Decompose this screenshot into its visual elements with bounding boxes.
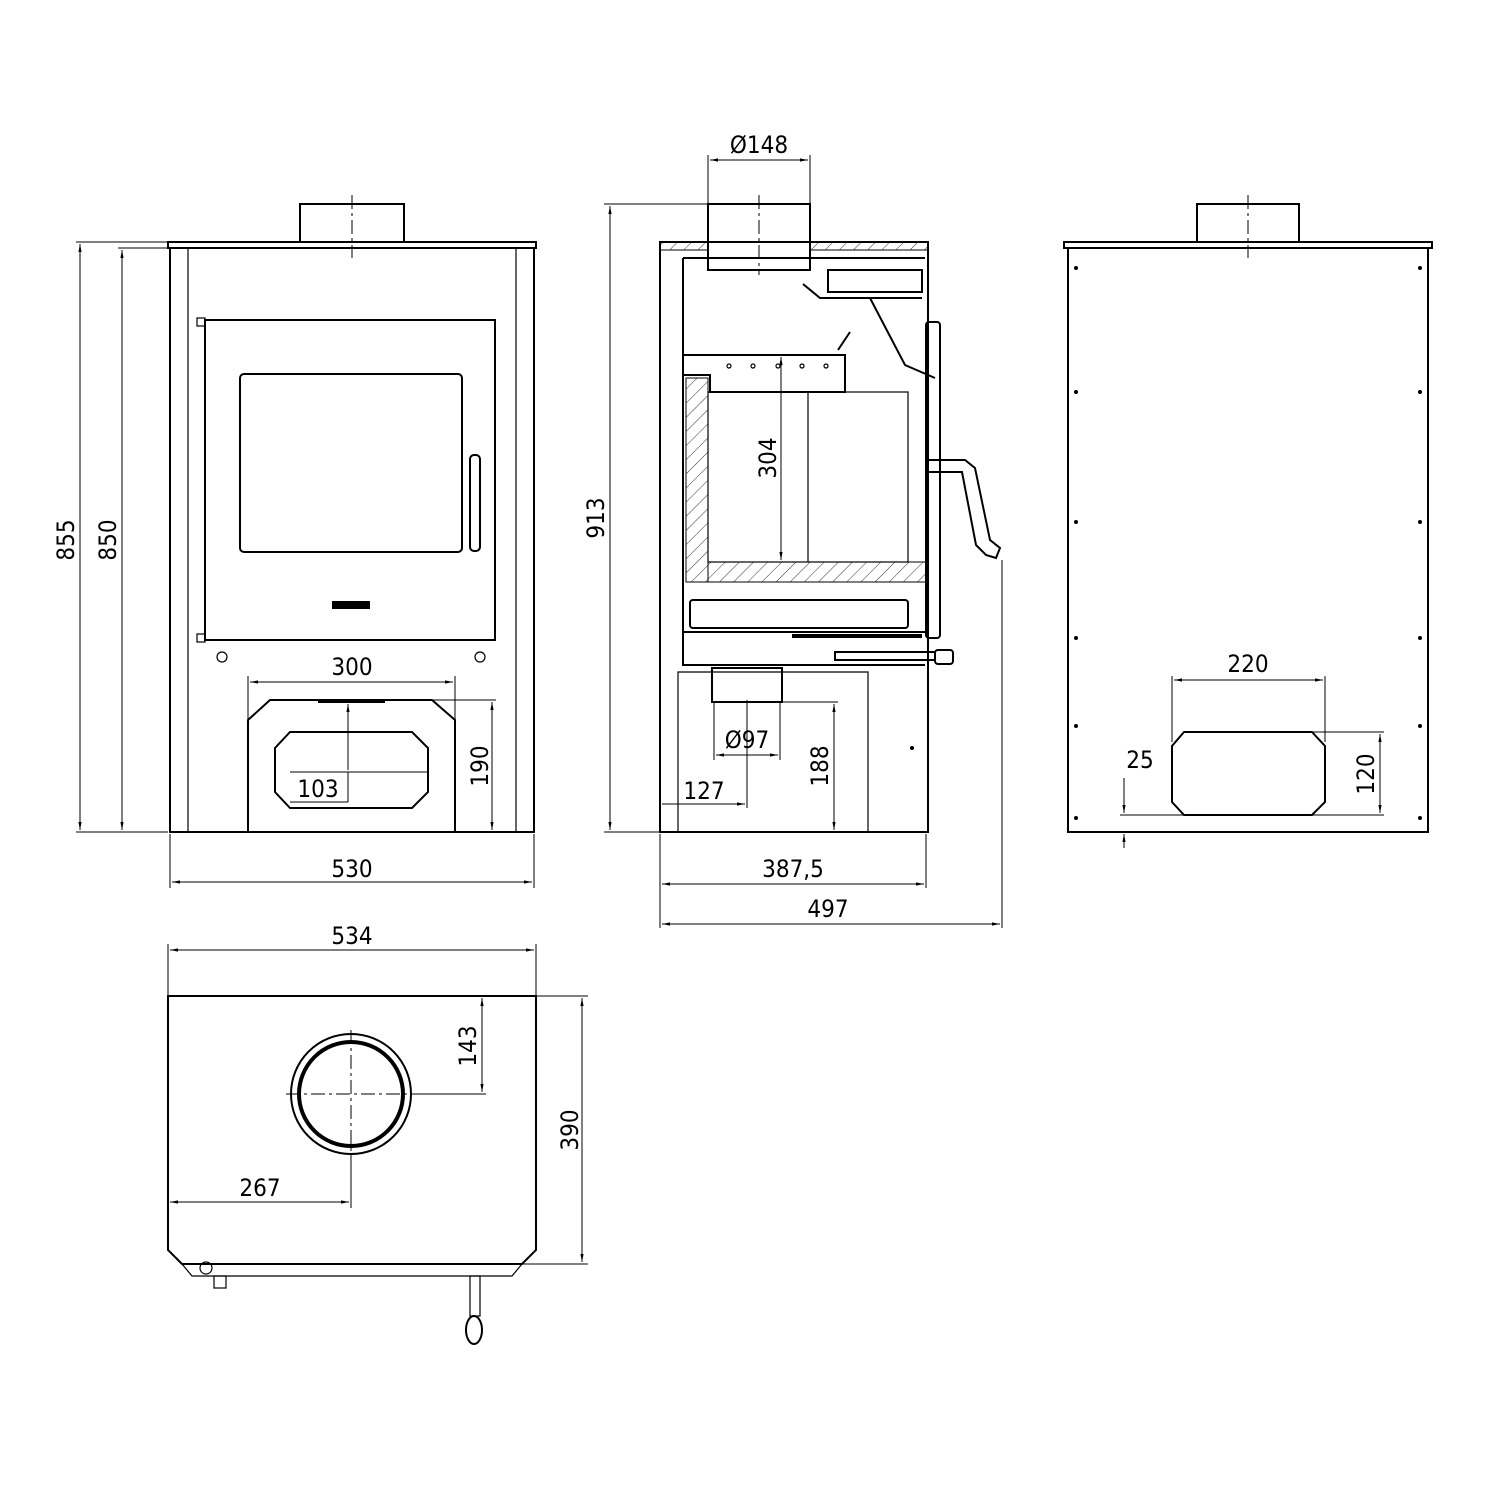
dim-127: 127: [683, 777, 724, 805]
dim-220: 220: [1227, 650, 1268, 678]
dim-530: 530: [331, 855, 372, 883]
dim-120: 120: [1352, 753, 1380, 794]
dim-390: 390: [556, 1109, 584, 1150]
dim-913: 913: [582, 497, 610, 538]
dim-497: 497: [807, 895, 848, 923]
body: [659, 241, 929, 833]
door-handle: [469, 454, 481, 552]
dim-188: 188: [806, 745, 834, 786]
ashpit-door: [247, 699, 456, 832]
air-inlet-opening: [1171, 731, 1326, 816]
dim-304: 304: [754, 437, 782, 478]
rear-view: 220 120 25: [1063, 195, 1433, 848]
front-view: 855 850 300 190 103 530: [52, 195, 537, 888]
door: [204, 319, 496, 641]
dim-air-diameter: Ø97: [725, 726, 769, 754]
firebrick-back: [685, 377, 709, 583]
dim-534: 534: [331, 922, 372, 950]
dim-flue-diameter: Ø148: [730, 131, 788, 159]
door-glass: [239, 373, 463, 553]
dim-267: 267: [239, 1174, 280, 1202]
back-panel: [1067, 247, 1429, 833]
dim-25: 25: [1126, 746, 1153, 774]
dim-103: 103: [297, 775, 338, 803]
firebrick-floor: [707, 561, 927, 583]
side-handle: [928, 459, 1002, 560]
logo: [332, 601, 370, 609]
air-inlet-spigot: [711, 667, 783, 703]
door-profile: [925, 321, 941, 639]
dim-850: 850: [94, 519, 122, 560]
body: [169, 247, 535, 833]
dim-300: 300: [331, 653, 372, 681]
top-view: 534 143 390 267: [167, 922, 588, 1345]
air-inlet-opening: [274, 731, 429, 809]
dim-190: 190: [466, 745, 494, 786]
side-section-view: Ø148 913 304 127 Ø97 188 387,5 497: [582, 131, 1003, 928]
handle-knob: [465, 1315, 483, 1345]
dim-143: 143: [454, 1025, 482, 1066]
ash-pan: [689, 599, 909, 629]
dim-855: 855: [52, 519, 80, 560]
dim-387-5: 387,5: [762, 855, 824, 883]
